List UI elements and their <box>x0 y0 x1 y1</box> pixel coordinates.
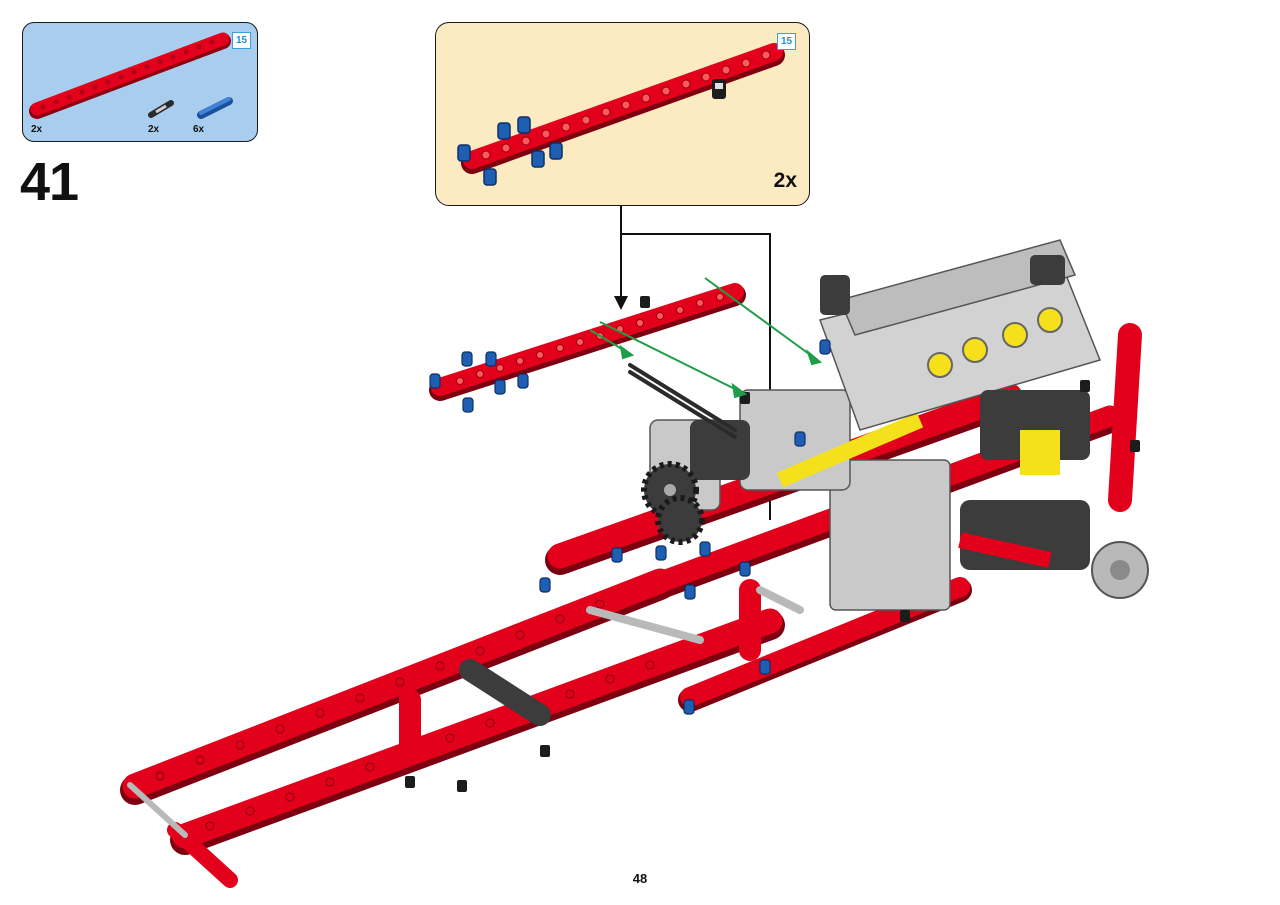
engine-block <box>819 239 1102 431</box>
subassembly-illustration <box>457 43 785 186</box>
arrow-down-icon <box>614 296 628 310</box>
blue-pin-icon <box>197 97 233 119</box>
parts-list-box: 15 2x 2x 6x <box>22 22 258 142</box>
sub-multiplier: 2x <box>773 169 797 192</box>
rear-assembly <box>958 323 1149 599</box>
callout-badge: 15 <box>232 32 251 49</box>
qty-red-beam: 2x <box>31 124 43 135</box>
beam-holes <box>155 599 655 831</box>
qty-blue-pin: 6x <box>193 124 205 135</box>
sub-red-liftarm <box>461 43 785 174</box>
sub-blue-pins <box>457 116 563 186</box>
sub-black-pin <box>712 79 726 99</box>
callout-lines <box>620 206 771 520</box>
model-blue-pins <box>429 339 831 715</box>
parts-illustration <box>29 32 233 119</box>
page-number: 48 <box>632 871 648 886</box>
step-number: 41 <box>20 152 79 212</box>
black-pin-icon <box>148 100 174 118</box>
model-black-pins <box>405 296 1140 792</box>
gear-icon <box>641 461 705 545</box>
assembly-arrows <box>589 277 823 399</box>
red-liftarm-icon <box>29 32 231 119</box>
subassembly-box: 15 2x <box>435 22 810 206</box>
cross-members <box>127 579 804 888</box>
sub-callout-badge: 15 <box>777 33 796 50</box>
qty-black-pin: 2x <box>148 124 160 135</box>
new-red-beam <box>429 283 746 439</box>
